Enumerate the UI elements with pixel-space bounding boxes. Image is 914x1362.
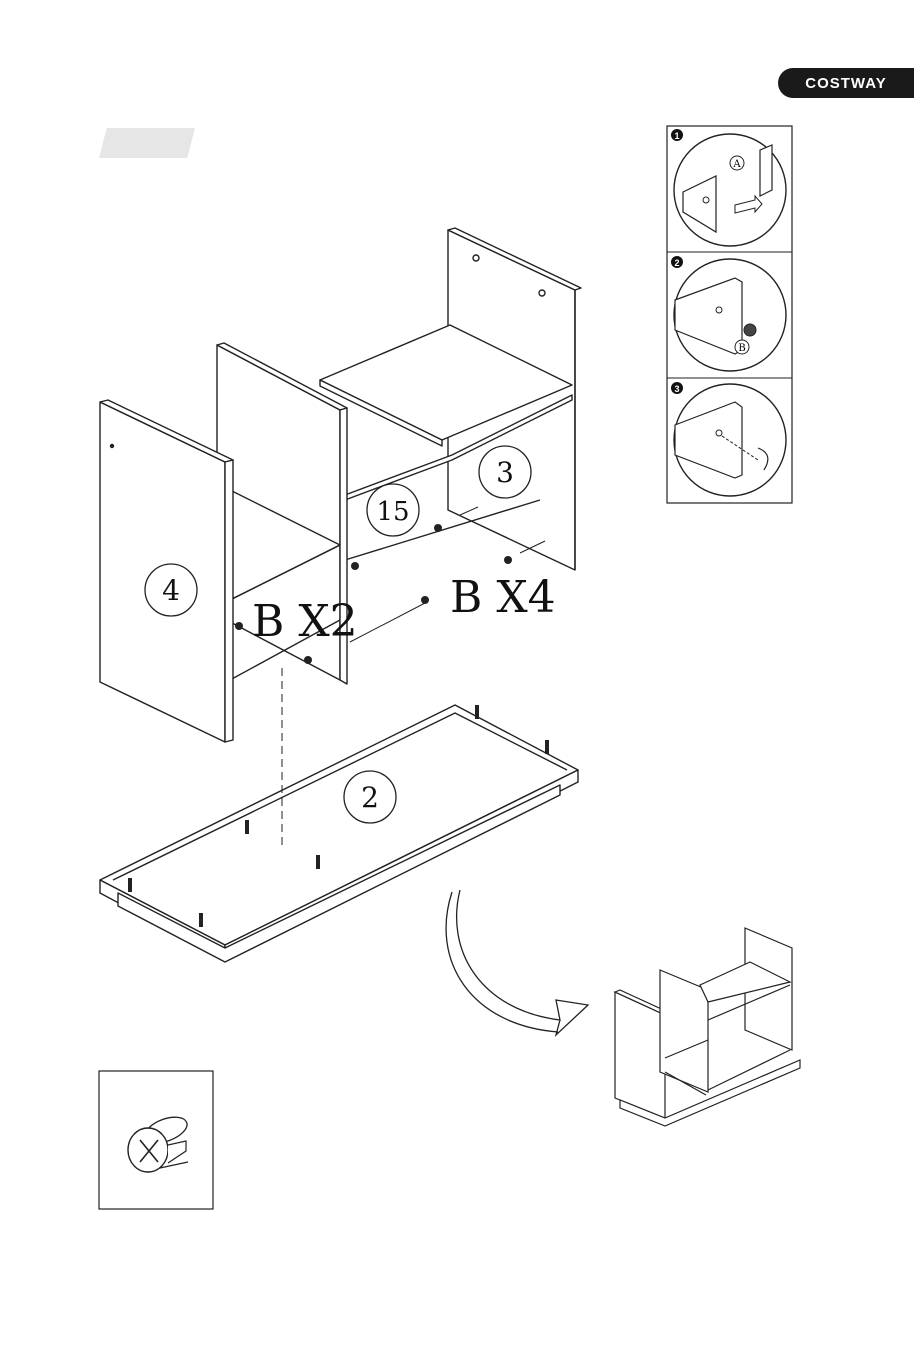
part-3-label: 3 (496, 456, 514, 489)
step-1-number: 1 (674, 131, 679, 141)
step-3-number: 3 (674, 384, 679, 394)
callout-b-x2: B X2 (252, 596, 358, 647)
part-2-label: 2 (361, 781, 379, 814)
hardware-a-label: A (732, 159, 741, 170)
base-panel-2 (100, 705, 578, 962)
detail-steps-box: A 1 B 2 3 (667, 126, 792, 503)
callout-b-x4: B X4 (450, 572, 556, 623)
hardware-b-label: B (738, 343, 745, 354)
part-4-label: 4 (162, 574, 180, 607)
step-2-number: 2 (674, 258, 679, 268)
part-15-label: 15 (376, 497, 409, 527)
cam-lock-detail (99, 1071, 213, 1209)
flip-arrow (446, 890, 588, 1035)
assembled-cabinet (615, 928, 800, 1126)
